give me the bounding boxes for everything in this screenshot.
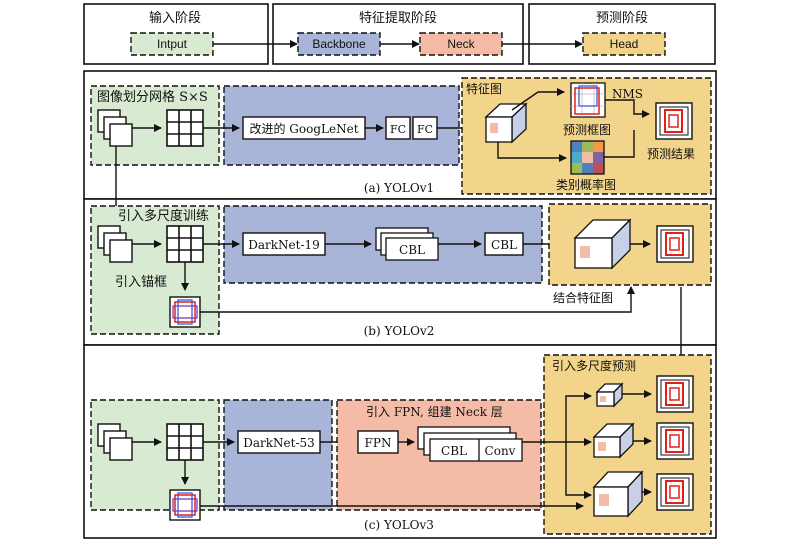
- v2-feature-cuboid: [573, 218, 632, 270]
- v2-grid-icon: [166, 225, 204, 263]
- v1-class-prob-map: [570, 140, 605, 175]
- v3-cbl-label: CBL: [441, 444, 467, 458]
- v3-cuboid-large: [592, 470, 644, 518]
- v3-result-icon-3: [656, 473, 694, 511]
- v3-cuboid-small: [595, 382, 624, 408]
- v3-backbone-panel: [223, 399, 333, 511]
- v2-anchor-label: 引入锚框: [115, 275, 167, 290]
- v2-anchor-icon: [169, 296, 201, 328]
- v2-cbl-stack: [375, 227, 439, 261]
- v1-pred-box-map: [570, 82, 606, 118]
- v1-fc2-label: FC: [417, 123, 433, 136]
- v3-conv-label: Conv: [485, 444, 516, 458]
- v1-grid-icon: [166, 109, 204, 147]
- head-box-label: Head: [610, 37, 639, 51]
- input-box-label: Intput: [157, 37, 188, 51]
- v2-cbl-stack-label: CBL: [399, 243, 425, 257]
- v1-pred-result-label: 预测结果: [647, 147, 695, 161]
- v3-multiscale-label: 引入多尺度预测: [552, 358, 636, 373]
- v1-fc1-box: [385, 116, 411, 140]
- input-stage-label: 输入阶段: [149, 10, 201, 26]
- v3-anchor-icon: [169, 489, 201, 521]
- v3-neck-stack: [417, 426, 523, 462]
- v2-caption: (b) YOLOv2: [364, 324, 435, 338]
- v2-result-icon: [656, 225, 694, 263]
- v1-feature-map-label: 特征图: [466, 81, 502, 96]
- neck-box-label: Neck: [447, 37, 475, 51]
- v2-multiscale-label: 引入多尺度训练: [118, 208, 209, 224]
- v3-neck-title: 引入 FPN, 组建 Neck 层: [366, 405, 503, 419]
- v3-fpn-label: FPN: [365, 436, 392, 450]
- v2-darknet19-label: DarkNet-19: [248, 238, 320, 252]
- v1-nms-label: NMS: [612, 87, 643, 101]
- v3-grid-icon: [166, 423, 204, 461]
- v3-result-icon-2: [656, 422, 694, 460]
- v1-googlenet-label: 改进的 GoogLeNet: [249, 121, 358, 136]
- feature-stage-label: 特征提取阶段: [359, 10, 437, 26]
- v1-fc1-label: FC: [390, 123, 406, 136]
- v3-result-icon-1: [656, 375, 694, 413]
- v3-darknet53-label: DarkNet-53: [243, 436, 315, 450]
- predict-stage-label: 预测阶段: [596, 11, 648, 26]
- v2-cbl-label: CBL: [491, 238, 517, 252]
- v1-caption: (a) YOLOv1: [364, 181, 434, 195]
- v2-combine-label: 结合特征图: [553, 290, 613, 305]
- v1-result-icon: [655, 102, 693, 140]
- head-box: [582, 32, 666, 56]
- v1-pred-box-map-label: 预测框图: [563, 123, 611, 137]
- v3-cuboid-medium: [592, 422, 635, 459]
- backbone-box-label: Backbone: [312, 37, 366, 51]
- v3-caption: (c) YOLOv3: [364, 518, 434, 532]
- v1-grid-label: 图像划分网格 S×S: [97, 89, 208, 105]
- v1-class-prob-label: 类别概率图: [556, 177, 616, 192]
